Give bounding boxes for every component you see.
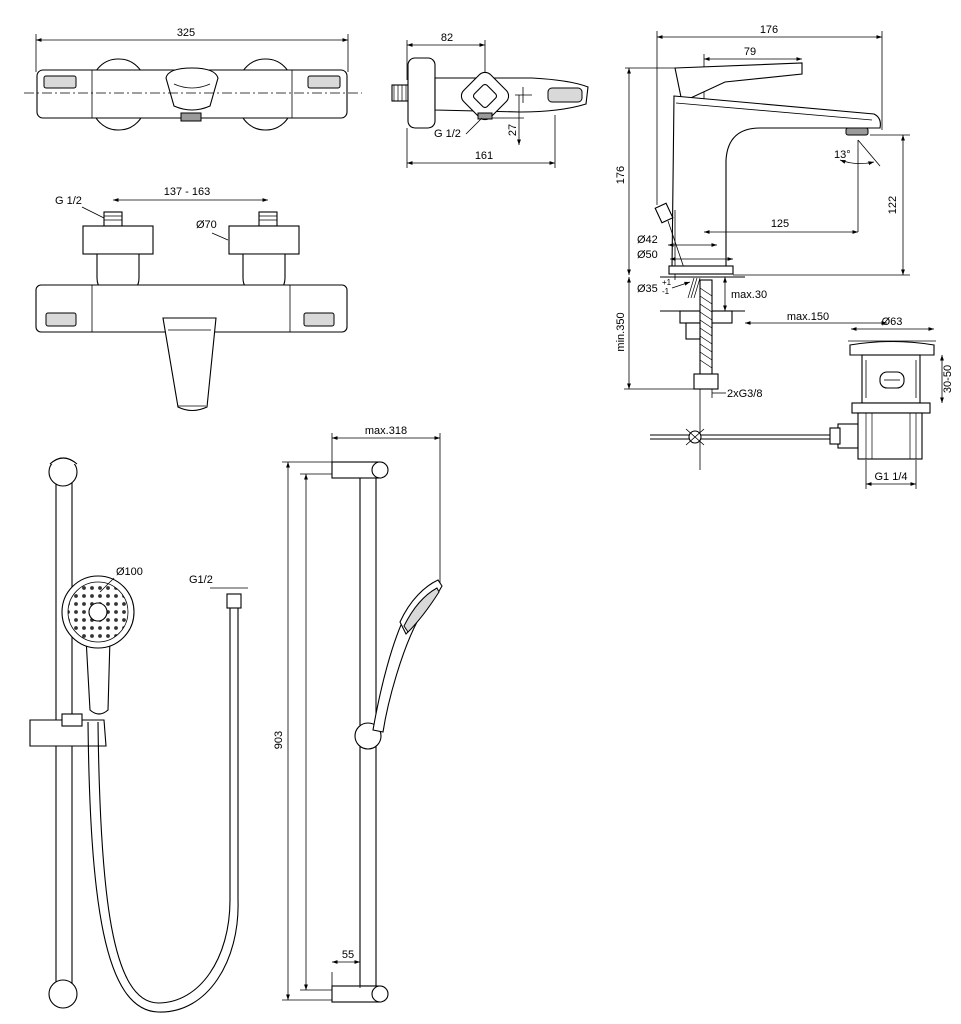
hose-connector: [226, 593, 242, 609]
leader-line: [671, 281, 691, 289]
hand-shower-handle: [85, 637, 111, 715]
dim-basin-length: 176: [760, 24, 778, 36]
right-escutcheon-front: [228, 225, 300, 255]
spout-top: [165, 67, 219, 111]
dim-inlet-centres: 137 - 163: [164, 186, 210, 198]
popup-rod-knob: [654, 202, 674, 224]
waste-lower-body: [857, 412, 923, 460]
left-cap-grip: [43, 75, 77, 89]
right-inlet-thread: [258, 211, 278, 227]
front-spout: [162, 317, 217, 412]
waste-cap: [849, 340, 935, 356]
label-escutcheon-dia: Ø70: [196, 219, 217, 231]
angle-line: [857, 139, 881, 167]
bath-mixer-side-view: 82 27 G 1/2 161: [391, 32, 589, 168]
dim-hole-tol-minus: -1: [662, 287, 670, 296]
waste-port-cap: [829, 427, 841, 445]
shower-hose: [87, 600, 239, 1013]
spout-hub-inner: [472, 83, 498, 109]
dim-dia50: Ø50: [637, 249, 658, 261]
dim-max150: max.150: [787, 311, 829, 323]
angle-arc: [839, 159, 875, 166]
right-front-grip: [303, 312, 335, 327]
label-front-inlet: G 1/2: [55, 195, 82, 207]
dim-rail-length: 903: [273, 731, 285, 749]
side-grip: [547, 87, 583, 103]
dim-head-dia: Ø100: [116, 566, 143, 578]
basin-mixer-side-view: 176 79 176 13° 122 125 Ø42 Ø50 Ø35 +1: [615, 24, 954, 489]
left-escutcheon-front: [82, 225, 154, 255]
dim-top-width: 325: [177, 27, 195, 39]
dim-waste-thread: G1 1/4: [874, 471, 907, 483]
left-front-grip: [45, 312, 77, 327]
leader-line: [465, 117, 483, 135]
rail-bottom-bracket: [48, 979, 78, 1009]
dim-hole: Ø35: [637, 283, 658, 295]
bath-mixer-front-view: 137 - 163 G 1/2 Ø70: [35, 186, 348, 412]
waste-side-port: [837, 423, 859, 449]
dim-min350: min.350: [615, 312, 627, 351]
right-cap-grip: [307, 75, 341, 89]
leader-line: [99, 577, 115, 593]
mounting-rod: [687, 277, 701, 299]
inlet-thread: [391, 84, 409, 102]
shower-set-front-view: G1/2 Ø100: [29, 457, 248, 1013]
waste-nut: [851, 402, 931, 414]
basin-lever: [674, 62, 803, 103]
dim-side-width: 82: [441, 32, 453, 44]
hose-nut: [693, 373, 719, 390]
left-inlet-thread: [103, 211, 123, 227]
dim-waste-dia: Ø63: [882, 316, 903, 328]
label-flex-hoses: 2xG3/8: [727, 388, 762, 400]
bath-mixer-top-view: 325: [24, 27, 362, 131]
label-hose-inlet: G1/2: [189, 574, 213, 586]
aerator: [180, 112, 202, 122]
wall-escutcheon: [407, 57, 436, 129]
basin-body: [671, 95, 881, 269]
dim-side-depth: 161: [475, 150, 493, 162]
dim-bracket: 55: [342, 949, 354, 961]
dim-max30: max.30: [731, 289, 767, 301]
leader-line: [81, 206, 105, 219]
spout-contour: [173, 83, 211, 89]
dim-spout-height: 122: [887, 196, 899, 214]
dim-hole-tol-plus: +1: [662, 278, 672, 287]
dim-reach: 125: [771, 218, 789, 230]
side-aerator: [477, 112, 493, 120]
basin-base-ring: [668, 265, 734, 275]
shower-set-side-view: max.318 903 55: [273, 425, 443, 1003]
dim-side-spout-height: 27: [507, 124, 519, 136]
dim-spray-angle: 13°: [834, 149, 851, 161]
popup-sleeve: [685, 322, 701, 340]
label-side-inlet: G 1/2: [434, 128, 461, 140]
dim-handle-length: 79: [744, 46, 756, 58]
dim-dia42: Ø42: [637, 234, 658, 246]
dim-rail-width: max.318: [365, 425, 407, 437]
basin-aerator: [845, 127, 869, 136]
waste-thread: [865, 413, 917, 459]
dim-basin-height: 176: [615, 166, 627, 184]
leader-line: [211, 232, 229, 241]
hose-braid: [699, 287, 713, 369]
dim-waste-height: 30-50: [942, 365, 954, 393]
